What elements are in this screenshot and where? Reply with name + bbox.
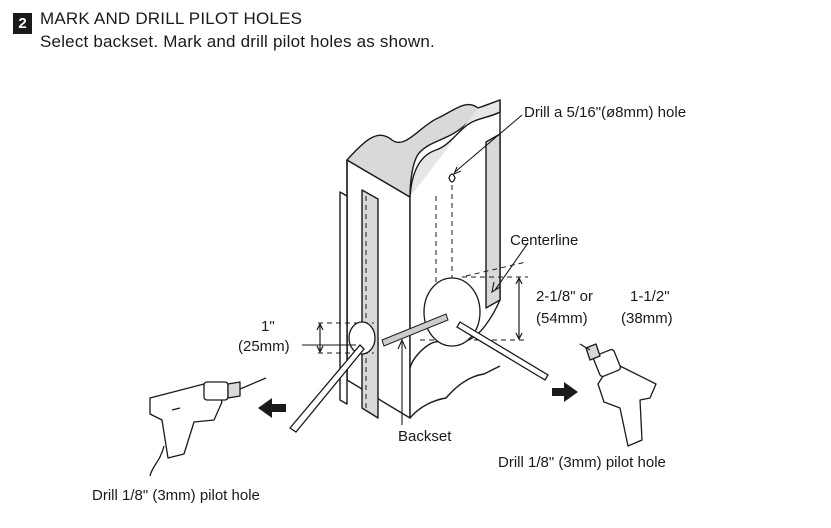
backset-option-1-mm: (54mm) bbox=[536, 310, 588, 327]
left-drill-icon bbox=[150, 378, 266, 476]
left-arrow-icon bbox=[258, 398, 286, 418]
drill-right-label: Drill 1/8" (3mm) pilot hole bbox=[498, 454, 666, 471]
backset-option-1-inch: 2-1/8" or bbox=[536, 288, 593, 305]
edge-distance-inch: 1" bbox=[261, 318, 275, 335]
top-hole-marker bbox=[449, 174, 455, 182]
door-jamb-strip bbox=[362, 190, 378, 418]
left-drill-bit bbox=[290, 345, 364, 432]
door-right-edge bbox=[486, 134, 500, 308]
backset-label: Backset bbox=[398, 428, 451, 445]
backset-option-2-mm: (38mm) bbox=[621, 310, 673, 327]
backset-option-2-inch: 1-1/2" bbox=[630, 288, 670, 305]
right-drill-icon bbox=[580, 344, 656, 446]
edge-distance-mm: (25mm) bbox=[238, 338, 290, 355]
drill-top-label: Drill a 5/16"(ø8mm) hole bbox=[524, 104, 686, 121]
right-arrow-icon bbox=[552, 382, 578, 402]
centerline-label: Centerline bbox=[510, 232, 578, 249]
drill-left-label: Drill 1/8" (3mm) pilot hole bbox=[92, 487, 260, 504]
